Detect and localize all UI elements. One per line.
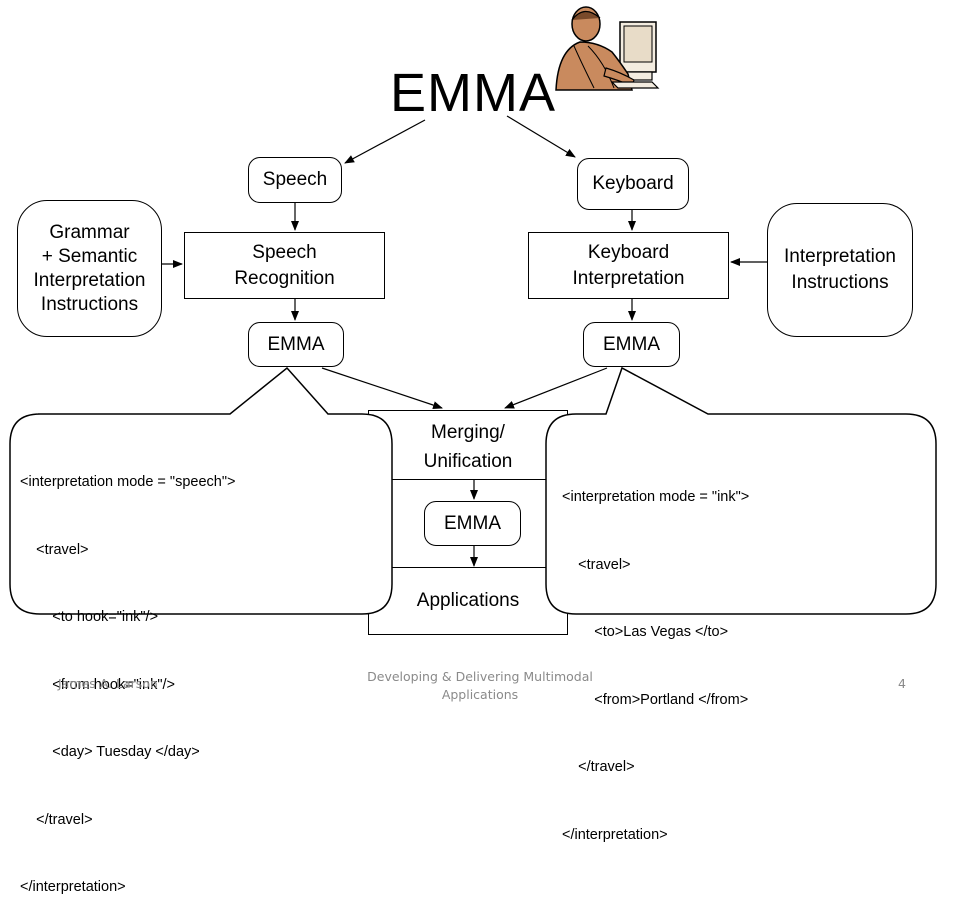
speech-xml-line-5: <day> Tuesday </day> — [20, 744, 200, 760]
ink-xml-line-2: <travel> — [562, 556, 631, 573]
connector-lines — [162, 115, 767, 567]
interp-line-1: Interpretation — [784, 246, 896, 267]
ink-xml-line-6: </interpretation> — [562, 826, 668, 843]
speech-xml-line-3: <to hook="ink"/> — [20, 609, 159, 625]
speech-xml-line-6: </travel> — [20, 811, 93, 828]
arrow-title-to-keyboard — [506, 115, 576, 158]
emma-left-label: EMMA — [267, 333, 325, 355]
emma-left-node: EMMA — [248, 322, 344, 367]
ink-xml-line-5: </travel> — [562, 759, 635, 775]
speech-node: Speech — [248, 157, 342, 203]
keyboard-interpretation-node: Keyboard Interpretation — [528, 232, 729, 299]
applications-label: Applications — [416, 590, 520, 611]
footer-title-line-1: Developing & Delivering Multimodal — [367, 669, 593, 684]
grammar-line-3: Interpretation — [33, 269, 146, 291]
speech-label: Speech — [262, 169, 328, 190]
speech-interpretation-xml: <interpretation mode = "speech"> <travel… — [20, 426, 235, 921]
arrow-emma-right-to-merging — [504, 367, 608, 409]
merging-line-2: Unification — [423, 451, 513, 472]
speech-xml-line-4: <from hook="ink"/> — [20, 676, 175, 693]
merging-label: Merging/ Unification — [368, 418, 568, 476]
person-at-computer-icon — [555, 6, 660, 91]
ink-xml-line-4: <from>Portland </from> — [562, 691, 749, 708]
grammar-instructions-node: Grammar + Semantic Interpretation Instru… — [17, 200, 162, 337]
grammar-line-1: Grammar — [49, 221, 130, 243]
interp-line-2: Instructions — [791, 272, 889, 293]
speech-recognition-node: Speech Recognition — [184, 232, 385, 299]
speech-callout-shape — [9, 366, 937, 615]
merging-divider-top — [368, 479, 568, 480]
slide-title: EMMA — [390, 63, 556, 123]
grammar-line-2: + Semantic — [41, 245, 138, 267]
interpretation-instructions-node: Interpretation Instructions — [767, 203, 913, 337]
emma-right-label: EMMA — [603, 333, 660, 355]
ink-interpretation-xml: <interpretation mode = "ink"> <travel> <… — [562, 441, 749, 869]
footer-author: James A. Larson — [58, 676, 158, 691]
arrow-title-to-speech — [344, 119, 426, 164]
speech-xml-line-7: </interpretation> — [20, 879, 126, 895]
speech-xml-line-2: <travel> — [20, 541, 89, 558]
speech-recognition-line-2: Recognition — [234, 267, 335, 289]
ink-xml-line-3: <to>Las Vegas </to> — [562, 624, 729, 640]
emma-center-node: EMMA — [424, 501, 521, 546]
speech-xml-line-1: <interpretation mode = "speech"> — [20, 474, 236, 490]
merging-line-1: Merging/ — [431, 422, 505, 443]
footer-title: Developing & Delivering Multimodal Appli… — [330, 668, 630, 704]
keyboard-interpretation-line-2: Interpretation — [572, 267, 685, 289]
merging-divider-bottom — [368, 567, 568, 568]
ink-xml-line-1: <interpretation mode = "ink"> — [562, 489, 750, 505]
emma-right-node: EMMA — [583, 322, 680, 367]
grammar-line-4: Instructions — [40, 293, 139, 315]
keyboard-interpretation-line-1: Keyboard — [587, 241, 670, 263]
arrow-emma-left-to-merging — [321, 367, 443, 409]
keyboard-label: Keyboard — [592, 173, 674, 194]
emma-center-label: EMMA — [444, 512, 501, 534]
speech-recognition-line-1: Speech — [252, 241, 317, 263]
footer-page-number: 4 — [898, 676, 906, 691]
footer-title-line-2: Applications — [441, 687, 519, 702]
keyboard-node: Keyboard — [577, 158, 689, 210]
